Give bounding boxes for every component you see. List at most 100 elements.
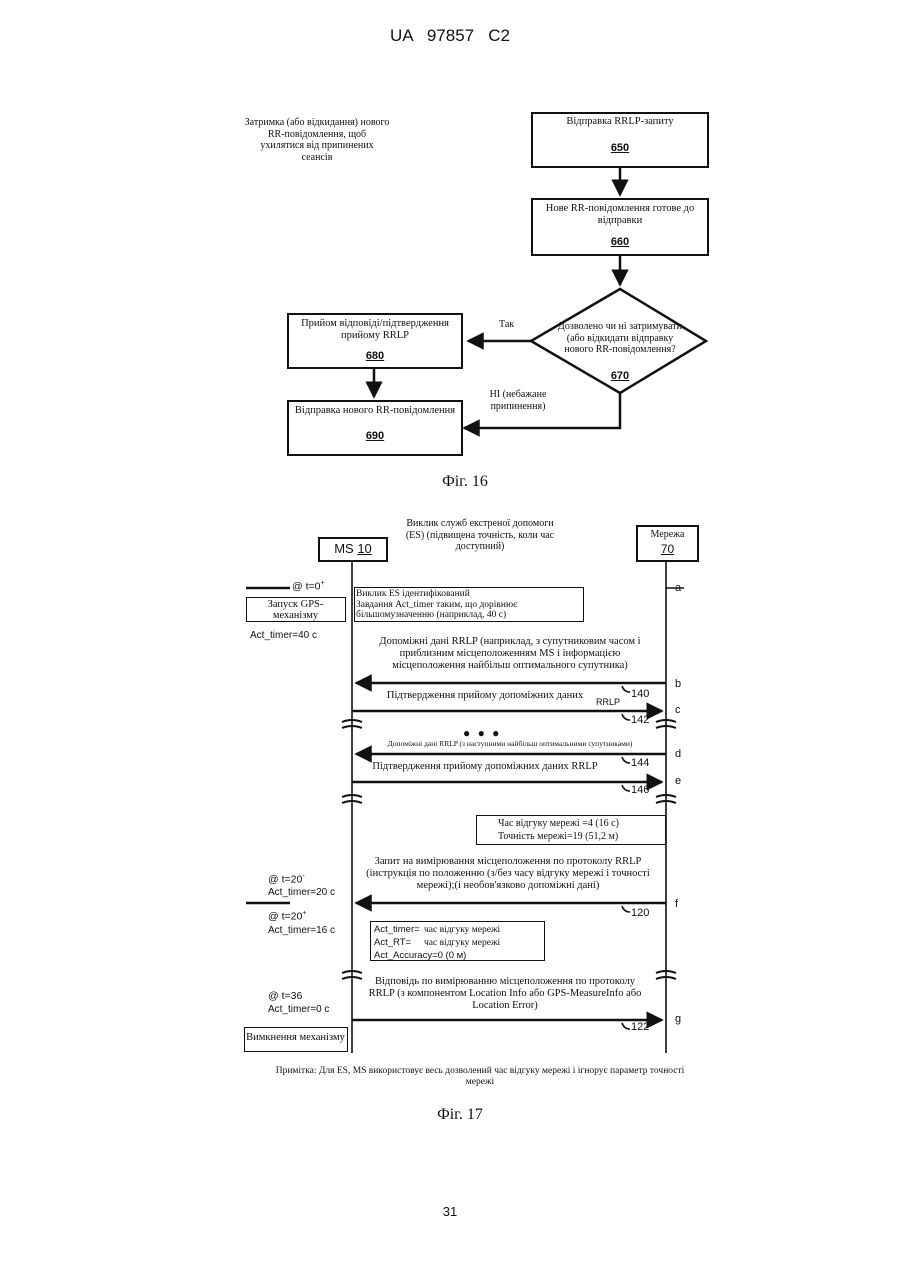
diamond-670-text: Дозволено чи ні затримувати (або відкида… [545,321,695,356]
text-line: НІ (небажане [478,389,558,401]
act-timer-20: Act_timer=20 с [268,887,335,899]
time-sup: + [302,910,306,917]
network-params-text: Час відгуку мережі =4 (16 с) Точність ме… [498,817,619,843]
text-line: механізму [247,610,344,621]
text-line: мережі);(і необов'язково допоміжні дані) [358,880,658,892]
engine-off-text: Вимкнення механізму [245,1032,346,1044]
gps-start-text: Запуск GPS- механізму [247,599,344,621]
ref-122: 122 [631,1021,649,1034]
document-id: UA 97857 C2 [350,26,550,46]
process-box-650: Відправка RRLP-запиту 650 [531,112,709,168]
fig17-note: Примітка: Для ES, MS використовує весь д… [230,1066,730,1088]
time-t20-minus-label: @ t=20- [268,873,305,886]
no-label: НІ (небажане припинення) [478,389,558,412]
time-sup: + [320,580,324,587]
es-identified-box: Виклик ES ідентифікований Завдання Act_t… [354,587,584,622]
key: Act_timer= [374,924,424,936]
process-box-690: Відправка нового RR-повідомлення 690 [287,400,463,456]
pos-request-label: Запит на вимірювання місцеположення по п… [358,856,658,892]
box-680-text: Прийом відповіді/підтвердження прийому R… [289,318,461,342]
text-line: доступний) [395,541,565,553]
box-660-text: Нове RR-повідомлення готове до відправки [533,203,707,227]
process-box-680: Прийом відповіді/підтвердження прийому R… [287,313,463,369]
text-line: місцеположення найбільш оптимального суп… [360,660,660,672]
diamond-670-number: 670 [580,370,660,383]
fig17-caption: Фіг. 17 [395,1106,525,1124]
text-line: Завдання Act_timer таким, що дорівнює [356,600,517,611]
note-line: ухилятися від припинених [232,140,402,152]
assist-ack-label: Підтвердження прийому допоміжних даних [360,690,610,702]
note-line: сеансів [232,152,402,164]
text-line: RRLP (з компонентом Location Info або GP… [360,988,650,1000]
network-number: 70 [638,543,697,557]
network-label: Мережа [638,529,697,541]
step-letter-a: a [675,582,681,595]
text-line: відправки [533,215,707,227]
process-box-660: Нове RR-повідомлення готове до відправки… [531,198,709,256]
assist-more-label: Допоміжні дані RRLP (з наступними найбіл… [360,740,660,749]
text-line: припинення) [478,401,558,413]
ref-144: 144 [631,757,649,770]
rrlp-small-label: RRLP [596,697,620,707]
text-line: Примітка: Для ES, MS використовує весь д… [230,1066,730,1077]
text-line: мережі [230,1077,730,1088]
step-letter-c: c [675,704,681,717]
ref-146: 146 [631,784,649,797]
text-line: Запит на вимірювання місцеположення по п… [358,856,658,868]
text-line: Точність мережі=19 (51,2 м) [498,830,619,843]
time-t20-plus-label: @ t=20+ [268,910,306,923]
step-letter-e: e [675,775,681,788]
text-line: (або відкидати відправку [545,333,695,345]
act-timer-row: Act_timer=час відгуку мережі [374,924,500,937]
engine-off-box: Вимкнення механізму [244,1027,348,1052]
note-line: Затримка (або відкидання) нового [232,117,402,129]
es-box-text: Виклик ES ідентифікований Завдання Act_t… [356,589,517,621]
act-settings-text: Act_timer=час відгуку мережі Act_RT=час … [374,924,500,962]
text-line: Виклик ES ідентифікований [356,589,517,600]
text-line: Допоміжні дані RRLP (наприклад, з супутн… [360,636,660,648]
text-line: нового RR-повідомлення? [545,344,695,356]
text-line: Нове RR-повідомлення готове до [533,203,707,215]
fig17-title: Виклик служб екстреної допомоги (ES) (пі… [395,518,565,553]
time-t0-label: @ t=0+ [292,580,325,593]
time-text: @ t=0 [292,581,320,593]
box-680-number: 680 [289,350,461,363]
text-line: Виклик служб екстреної допомоги [395,518,565,530]
text-line: Запуск GPS- [247,599,344,610]
ms-name: MS [334,541,354,556]
fig16-side-note: Затримка (або відкидання) нового RR-пові… [232,117,402,163]
step-letter-d: d [675,748,681,761]
time-text: @ t=20 [268,874,302,886]
text-line: (інструкція по положенню (з/без часу від… [358,868,658,880]
box-690-number: 690 [289,430,461,443]
text-line: Прийом відповіді/підтвердження [289,318,461,330]
act-settings-box: Act_timer=час відгуку мережі Act_RT=час … [370,921,545,961]
key: Act_Accuracy=0 (0 м) [374,950,466,961]
text-line: приблизним місцеположенням MS і інформац… [360,648,660,660]
time-text: @ t=20 [268,911,302,923]
act-timer-0: Act_timer=0 с [268,1004,329,1016]
assist-ack2-label: Підтвердження прийому допоміжних даних R… [360,761,610,773]
text-line: Час відгуку мережі =4 (16 с) [498,817,619,830]
box-690-text: Відправка нового RR-повідомлення [289,405,461,417]
page-number: 31 [430,1205,470,1220]
text-line: Відповідь по вимірюванню місцеположення … [360,976,650,988]
text-line: прийому RRLP [289,330,461,342]
network-params-box: Час відгуку мережі =4 (16 с) Точність ме… [476,815,666,845]
text-line: Location Error) [360,1000,650,1012]
step-letter-f: f [675,898,678,911]
yes-label: Так [499,319,514,331]
step-letter-b: b [675,678,681,691]
box-660-number: 660 [533,236,707,249]
act-timer-40: Act_timer=40 с [250,630,317,642]
ref-142: 142 [631,714,649,727]
ref-140: 140 [631,688,649,701]
act-rt-row: Act_RT=час відгуку мережі [374,937,500,950]
note-line: RR-повідомлення, щоб [232,129,402,141]
ms-entity-box: MS 10 [318,537,388,562]
pos-response-label: Відповідь по вимірюванню місцеположення … [360,976,650,1012]
text-line: Дозволено чи ні затримувати [545,321,695,333]
time-t36-label: @ t=36 [268,990,302,1002]
key: Act_RT= [374,937,424,949]
time-sup: - [302,873,304,880]
